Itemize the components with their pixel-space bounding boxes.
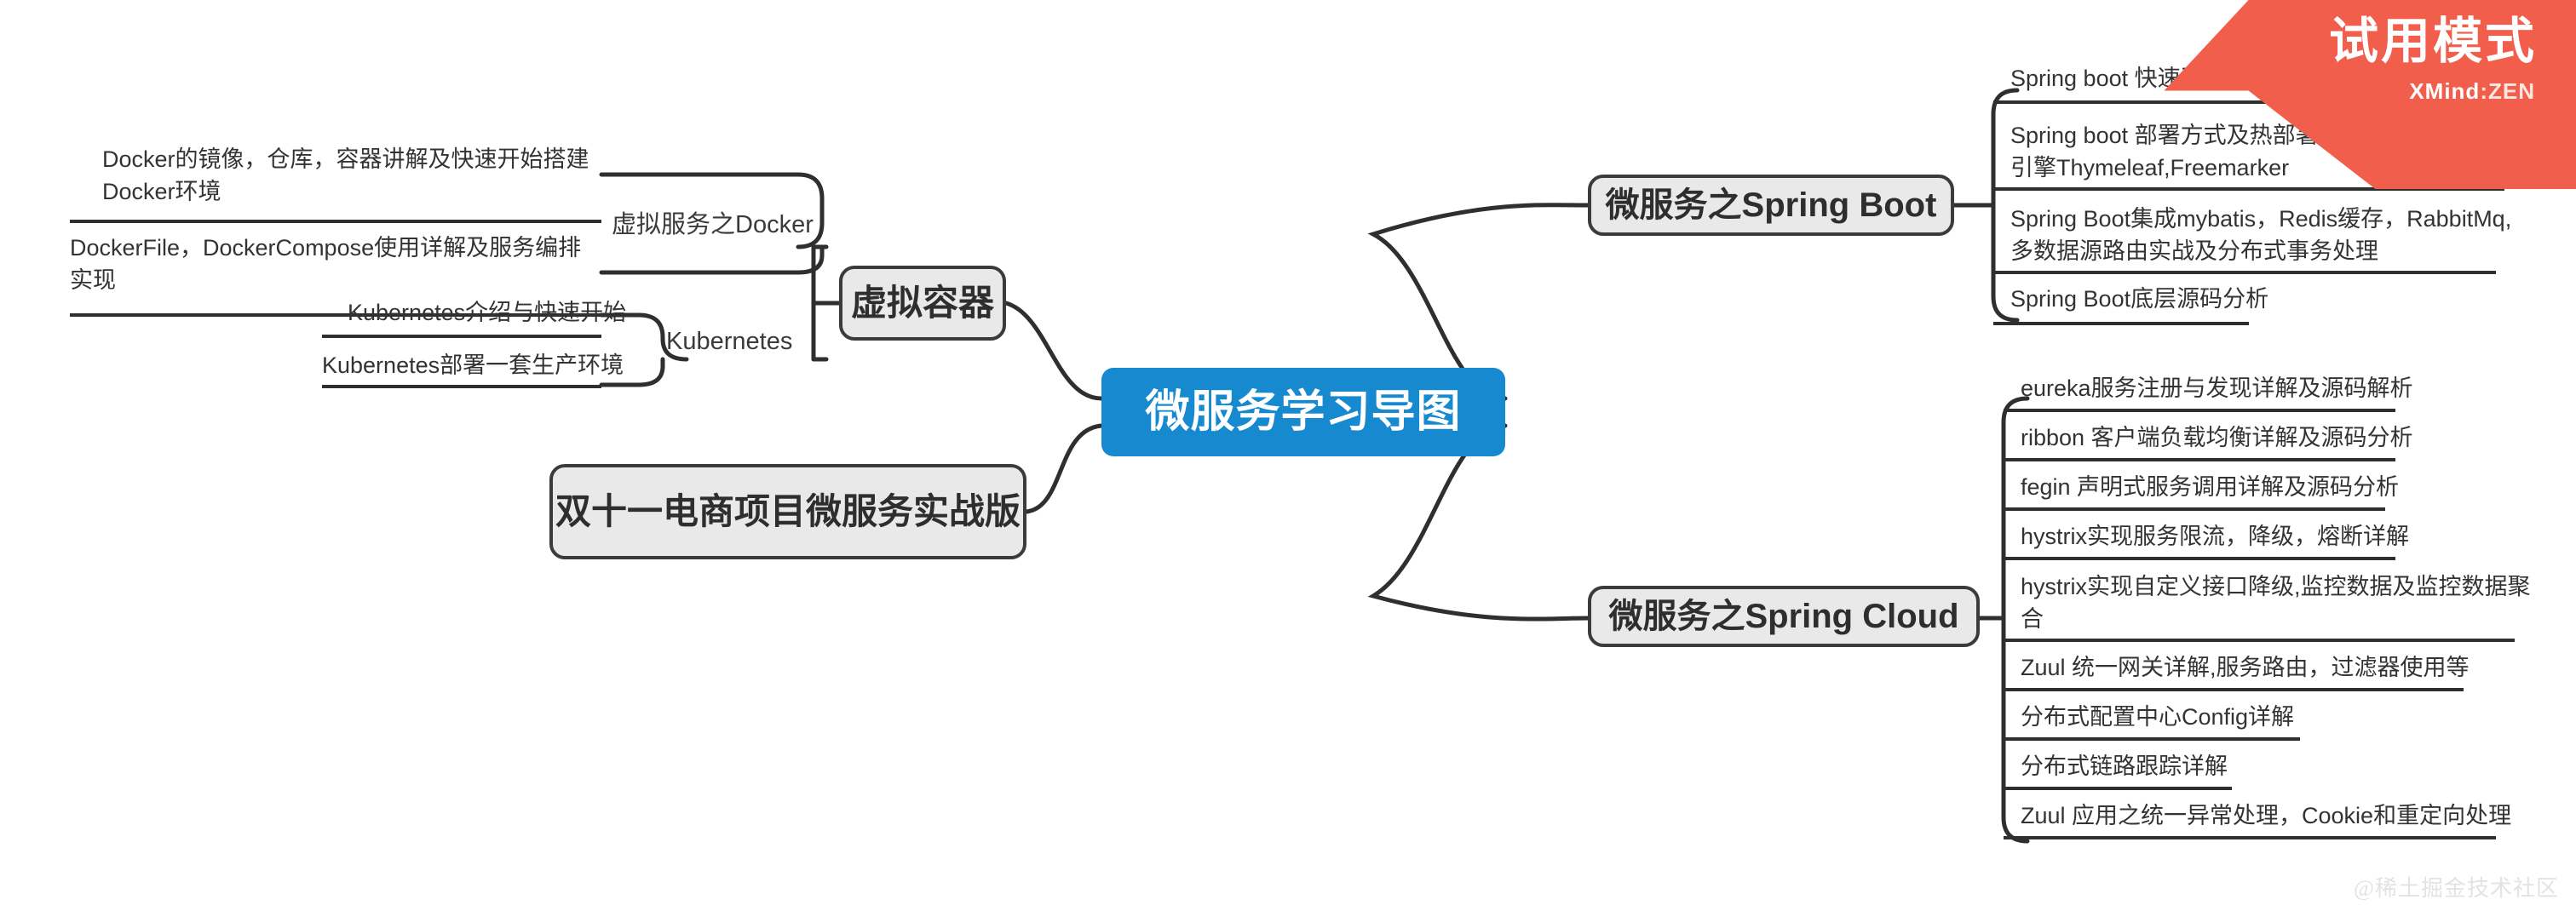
leaf-docker-1[interactable]: Docker的镜像，仓库，容器讲解及快速开始搭建 Docker环境: [102, 143, 613, 209]
branch-label-ecommerce: 双十一电商项目微服务实战版: [555, 490, 1021, 531]
leaf-springcloud-6[interactable]: Zuul 统一网关详解,服务路由，过滤器使用等: [2021, 651, 2566, 684]
leaf-k8s-2-underline: [322, 385, 601, 388]
leaf-springcloud-1-line1: eureka服务注册与发现详解及源码解析: [2021, 375, 2413, 401]
leaf-springboot-3[interactable]: Spring Boot集成mybatis，Redis缓存，RabbitMq, 多…: [2010, 203, 2556, 268]
leaf-springcloud-8-line1: 分布式链路跟踪详解: [2021, 753, 2228, 779]
leaf-springboot-2-underline: [1993, 187, 2504, 191]
leaf-springboot-3-underline: [1993, 271, 2496, 274]
branch-label-virtual-container: 虚拟容器: [850, 282, 994, 323]
leaf-springcloud-5-line2: 合: [2021, 606, 2044, 633]
trial-mode-banner: 试用模式 XMind:ZEN: [2048, 0, 2576, 189]
leaf-springcloud-9-line1: Zuul 应用之统一异常处理，Cookie和重定向处理: [2021, 803, 2512, 828]
leaf-springcloud-6-line1: Zuul 统一网关详解,服务路由，过滤器使用等: [2021, 655, 2470, 680]
leaf-docker-1-line2: Docker环境: [102, 179, 221, 205]
leaf-springcloud-4-line1: hystrix实现服务限流，降级，熔断详解: [2021, 524, 2410, 549]
link-root-container: [1003, 301, 1104, 401]
branch-label-spring-cloud: 微服务之Spring Cloud: [1608, 598, 1959, 635]
sub-label-kubernetes[interactable]: Kubernetes: [666, 328, 793, 355]
leaf-springcloud-5-line1: hystrix实现自定义接口降级,监控数据及监控数据聚: [2021, 574, 2531, 599]
leaf-springcloud-1-underline: [2004, 409, 2395, 412]
leaf-springcloud-4[interactable]: hystrix实现服务限流，降级，熔断详解: [2021, 520, 2566, 553]
leaf-k8s-1-line1: Kubernetes介绍与快速开始: [348, 300, 627, 325]
leaf-springcloud-9-underline: [2004, 836, 2496, 839]
xmind-brand: XMind:ZEN: [2409, 80, 2535, 102]
leaf-docker-2[interactable]: DockerFile，DockerCompose使用详解及服务编排 实现: [70, 232, 607, 297]
leaf-springcloud-2[interactable]: ribbon 客户端负载均衡详解及源码分析: [2021, 421, 2566, 454]
root-node[interactable]: 微服务学习导图: [1101, 368, 1505, 456]
leaf-springcloud-3[interactable]: fegin 声明式服务调用详解及源码分析: [2021, 471, 2566, 503]
leaf-springcloud-3-line1: fegin 声明式服务调用详解及源码分析: [2021, 474, 2400, 500]
trial-mode-title: 试用模式: [2328, 14, 2537, 69]
watermark: @稀土掘金技术社区: [2354, 876, 2559, 901]
leaf-docker-2-underline: [70, 313, 601, 317]
leaf-k8s-1[interactable]: Kubernetes介绍与快速开始: [348, 296, 671, 329]
leaf-springcloud-2-line1: ribbon 客户端负载均衡详解及源码分析: [2021, 425, 2413, 450]
xmind-brand-bold: XMind: [2409, 78, 2481, 104]
xmind-brand-rest: :ZEN: [2480, 78, 2535, 104]
leaf-springboot-3-line2: 多数据源路由实战及分布式事务处理: [2010, 238, 2378, 265]
leaf-springboot-4-line1: Spring Boot底层源码分析: [2010, 286, 2269, 312]
root-label: 微服务学习导图: [1145, 387, 1462, 437]
leaf-springcloud-7-line1: 分布式配置中心Config详解: [2021, 704, 2295, 730]
leaf-docker-2-line2: 实现: [70, 267, 116, 294]
leaf-k8s-1-underline: [322, 335, 601, 338]
branch-node-spring-boot[interactable]: 微服务之Spring Boot: [1588, 175, 1954, 236]
leaf-k8s-2[interactable]: Kubernetes部署一套生产环境: [322, 349, 646, 381]
leaf-springcloud-5-underline: [2004, 639, 2515, 642]
leaf-springboot-3-line1: Spring Boot集成mybatis，Redis缓存，RabbitMq,: [2010, 206, 2512, 232]
branch-node-virtual-container[interactable]: 虚拟容器: [839, 266, 1006, 341]
link-root-ecommerce: [1024, 423, 1104, 514]
leaf-springcloud-3-underline: [2004, 507, 2385, 511]
link-docker-group-bottom: [599, 244, 825, 275]
leaf-docker-1-underline: [70, 220, 601, 223]
leaf-docker-1-line1: Docker的镜像，仓库，容器讲解及快速开始搭建: [102, 146, 589, 172]
branch-node-ecommerce[interactable]: 双十一电商项目微服务实战版: [549, 464, 1026, 559]
leaf-springcloud-4-underline: [2004, 557, 2395, 560]
leaf-springcloud-2-underline: [2004, 458, 2395, 461]
leaf-springboot-1-underline: [1993, 100, 2368, 104]
leaf-k8s-2-line1: Kubernetes部署一套生产环境: [322, 352, 624, 378]
leaf-springcloud-8[interactable]: 分布式链路跟踪详解: [2021, 750, 2566, 782]
leaf-springcloud-6-underline: [2004, 688, 2464, 691]
leaf-springcloud-5[interactable]: hystrix实现自定义接口降级,监控数据及监控数据聚 合: [2021, 570, 2576, 636]
sub-label-docker[interactable]: 虚拟服务之Docker: [612, 211, 814, 238]
leaf-springboot-2-line2: 引擎Thymeleaf,Freemarker: [2010, 155, 2290, 181]
leaf-springcloud-1[interactable]: eureka服务注册与发现详解及源码解析: [2021, 372, 2566, 404]
leaf-springboot-4-underline: [1993, 322, 2249, 325]
leaf-springcloud-9[interactable]: Zuul 应用之统一异常处理，Cookie和重定向处理: [2021, 799, 2576, 832]
leaf-springboot-4[interactable]: Spring Boot底层源码分析: [2010, 283, 2556, 315]
branch-label-spring-boot: 微服务之Spring Boot: [1605, 186, 1937, 224]
leaf-docker-2-line1: DockerFile，DockerCompose使用详解及服务编排: [70, 235, 582, 261]
leaf-springcloud-7[interactable]: 分布式配置中心Config详解: [2021, 701, 2566, 733]
leaf-springcloud-7-underline: [2004, 737, 2300, 741]
leaf-springcloud-8-underline: [2004, 787, 2232, 790]
branch-node-spring-cloud[interactable]: 微服务之Spring Cloud: [1588, 586, 1980, 647]
